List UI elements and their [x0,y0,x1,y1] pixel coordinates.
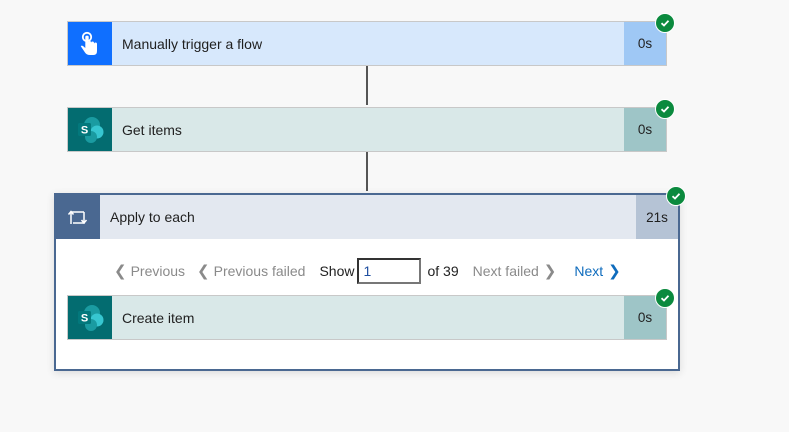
loop-icon [56,195,100,239]
sharepoint-icon: S [68,296,112,339]
success-check-icon [666,186,686,206]
iteration-input[interactable] [357,258,422,284]
chevron-right-icon: ❯ [543,263,557,280]
chevron-left-icon: ❮ [197,263,210,280]
next-button[interactable]: Next ❯ [574,263,621,280]
step-card-create-item[interactable]: S Create item 0s [67,295,667,340]
chevron-right-icon: ❯ [608,263,621,280]
loop-title: Apply to each [110,209,195,225]
hand-touch-icon [68,22,112,65]
show-label: Show [319,263,355,279]
step-duration: 0s [624,22,666,65]
previous-button[interactable]: ❮ Previous [114,263,186,280]
svg-text:S: S [81,312,88,324]
connector-line [366,66,368,105]
apply-to-each-container: Apply to each 21s ❮ Previous ❮ Previous … [54,193,680,371]
svg-text:S: S [81,124,88,136]
step-title: Manually trigger a flow [122,35,263,52]
step-card-get-items[interactable]: S Get items 0s [67,107,667,152]
apply-to-each-header[interactable]: Apply to each 21s [56,195,678,239]
success-check-icon [655,99,675,119]
next-failed-button[interactable]: Next failed ❯ [472,263,557,280]
success-check-icon [655,288,675,308]
success-check-icon [655,13,675,33]
connector-line [366,152,368,191]
sharepoint-icon: S [68,108,112,151]
iteration-pager: ❮ Previous ❮ Previous failed Show of 39 … [114,257,621,285]
previous-failed-button[interactable]: ❮ Previous failed [197,263,306,280]
step-card-manual-trigger[interactable]: Manually trigger a flow 0s [67,21,667,66]
step-title: Get items [122,121,182,138]
step-title: Create item [122,309,195,326]
iteration-total: of 39 [427,263,459,279]
chevron-left-icon: ❮ [114,263,127,280]
